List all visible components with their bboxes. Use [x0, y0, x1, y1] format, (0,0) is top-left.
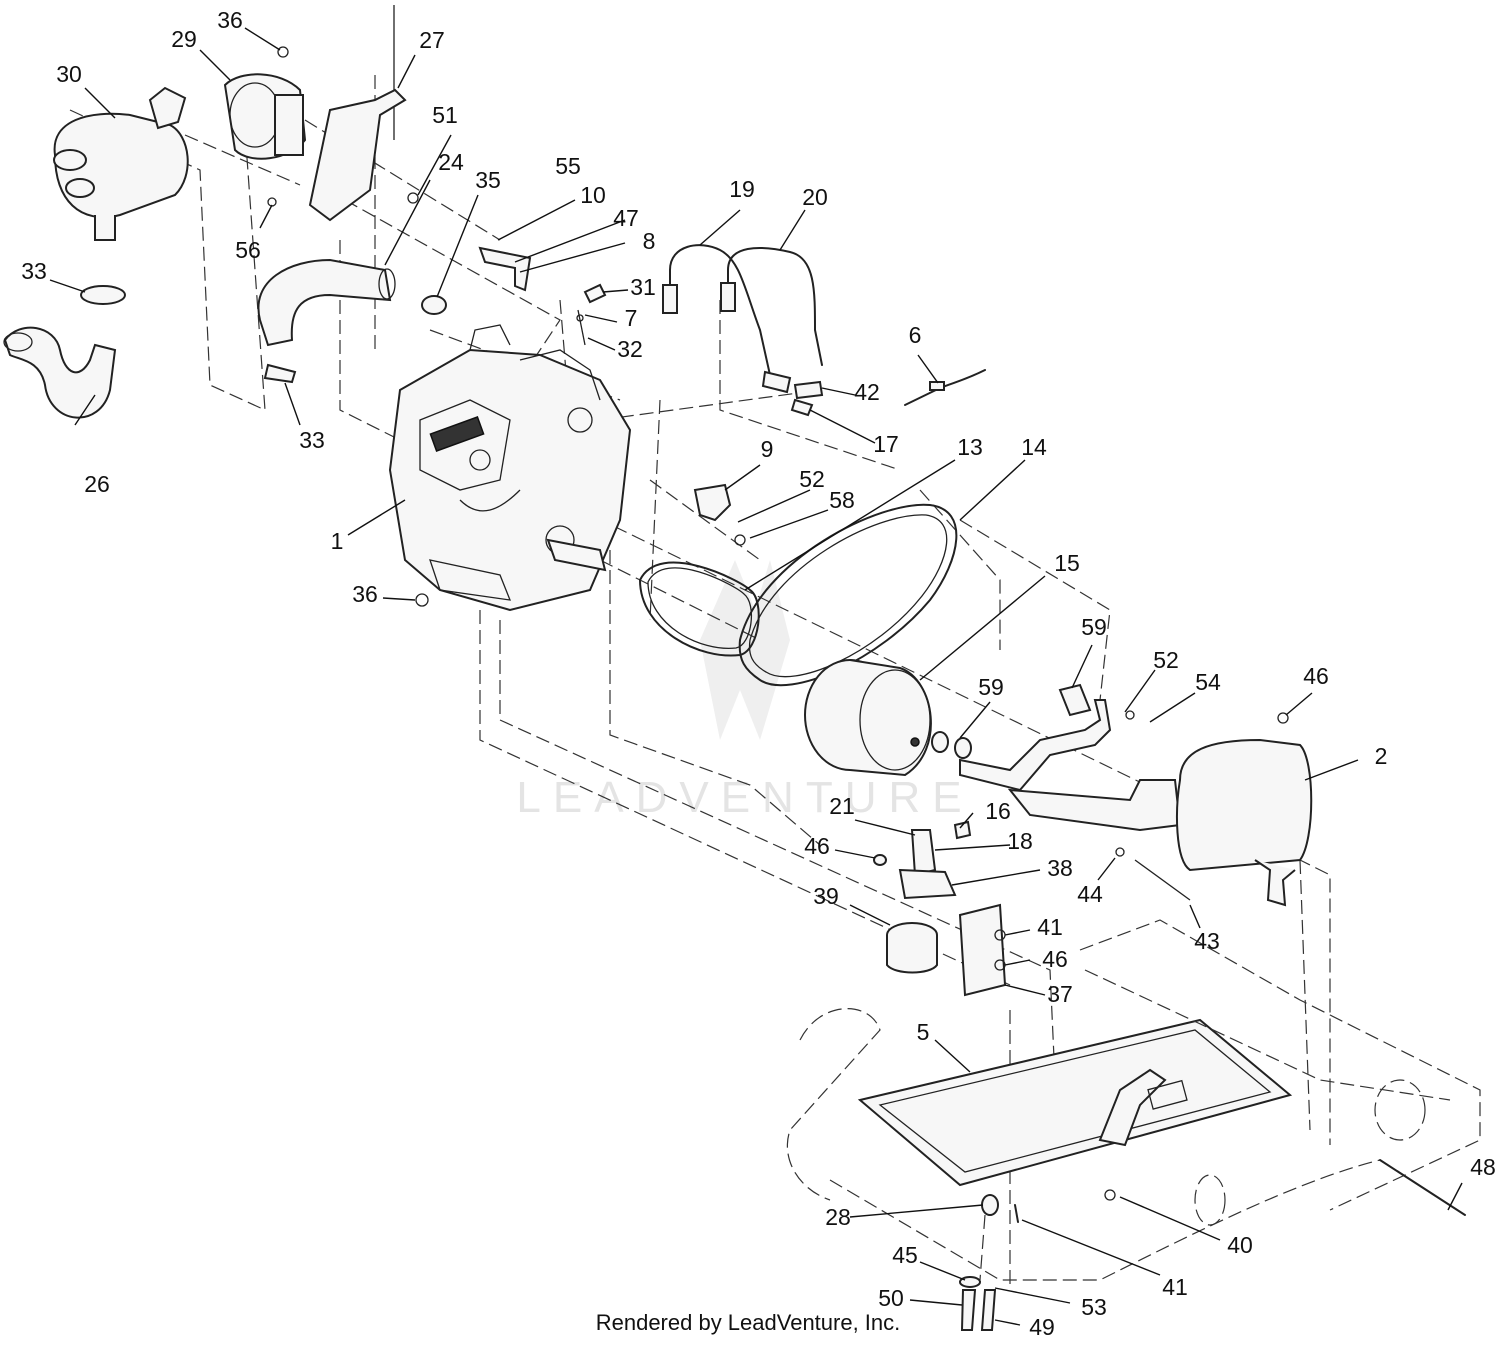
callout-27: 27	[419, 27, 445, 53]
callout-37: 37	[1047, 981, 1073, 1007]
callout-19: 19	[729, 176, 755, 202]
footer-credit: Rendered by LeadVenture, Inc.	[596, 1310, 901, 1335]
filter-bracket	[958, 903, 1007, 997]
callout-49: 49	[1029, 1314, 1055, 1340]
callout-45: 45	[892, 1242, 918, 1268]
callout-20: 20	[802, 184, 828, 210]
leader-lines	[49, 27, 1463, 1326]
callout-29: 29	[171, 26, 197, 52]
callout-56: 56	[235, 237, 261, 263]
callout-53: 53	[1081, 1294, 1107, 1320]
callout-1: 1	[331, 528, 344, 554]
callout-51: 51	[432, 102, 458, 128]
muffler-exhaust	[931, 683, 1313, 907]
callout-40: 40	[1227, 1232, 1253, 1258]
callout-10: 10	[580, 182, 606, 208]
throttle-linkage	[478, 246, 607, 346]
callout-36-engine: 36	[352, 581, 378, 607]
callout-16: 16	[985, 798, 1011, 824]
engine	[388, 324, 632, 612]
callout-30: 30	[56, 61, 82, 87]
callout-32: 32	[617, 336, 643, 362]
callout-14: 14	[1021, 434, 1047, 460]
callout-33-left: 33	[21, 258, 47, 284]
callout-44: 44	[1077, 881, 1103, 907]
pulley	[804, 659, 932, 777]
callout-41-lower: 41	[1162, 1274, 1188, 1300]
callout-39: 39	[813, 883, 839, 909]
callout-2: 2	[1375, 743, 1388, 769]
callout-31: 31	[630, 274, 656, 300]
callout-28: 28	[825, 1204, 851, 1230]
callout-35: 35	[475, 167, 501, 193]
air-intake-housing	[223, 73, 307, 160]
hose-and-clamps	[3, 258, 447, 419]
bottom-hardware	[959, 1159, 1466, 1331]
callout-5: 5	[917, 1019, 930, 1045]
hydraulic-hoses	[662, 244, 824, 417]
air-cleaner	[53, 86, 189, 241]
assembly-guide-lines	[69, 75, 1331, 1290]
callout-59-right: 59	[1081, 614, 1107, 640]
sensor-cable	[904, 369, 986, 406]
callout-46-bracket: 46	[1042, 946, 1068, 972]
callout-38: 38	[1047, 855, 1073, 881]
callout-41-upper: 41	[1037, 914, 1063, 940]
callout-24: 24	[438, 149, 464, 175]
callout-59-left: 59	[978, 674, 1004, 700]
callout-26: 26	[84, 471, 110, 497]
drive-belts	[639, 503, 958, 687]
callout-52-exhaust: 52	[1153, 647, 1179, 673]
callout-58: 58	[829, 487, 855, 513]
callout-48: 48	[1470, 1154, 1496, 1180]
callout-21: 21	[829, 793, 855, 819]
engine-bracket	[308, 5, 407, 222]
callout-13: 13	[957, 434, 983, 460]
fasteners	[267, 46, 1289, 724]
callout-33-lower: 33	[299, 427, 325, 453]
callout-15: 15	[1054, 550, 1080, 576]
callout-55: 55	[555, 153, 581, 179]
watermark-text: LEADVENTURE	[516, 773, 973, 822]
mounting-plate-frame	[786, 919, 1481, 1281]
callout-6: 6	[909, 322, 922, 348]
hose-bracket	[693, 483, 746, 546]
callout-9: 9	[761, 436, 774, 462]
callout-47: 47	[613, 205, 639, 231]
callout-46-muffler: 46	[1303, 663, 1329, 689]
callout-42: 42	[854, 379, 880, 405]
callout-52-upper: 52	[799, 466, 825, 492]
callout-18: 18	[1007, 828, 1033, 854]
callout-labels: 1 2 5 6 7 8 9 10 13 14 15 16 17 18 19 20…	[21, 7, 1496, 1340]
callout-17: 17	[873, 431, 899, 457]
callout-8: 8	[643, 228, 656, 254]
callout-43: 43	[1194, 928, 1220, 954]
oil-filter-assembly	[873, 820, 972, 974]
callout-50: 50	[878, 1285, 904, 1311]
callout-7: 7	[625, 305, 638, 331]
callout-36-top: 36	[217, 7, 243, 33]
callout-54: 54	[1195, 669, 1221, 695]
callout-46-left: 46	[804, 833, 830, 859]
